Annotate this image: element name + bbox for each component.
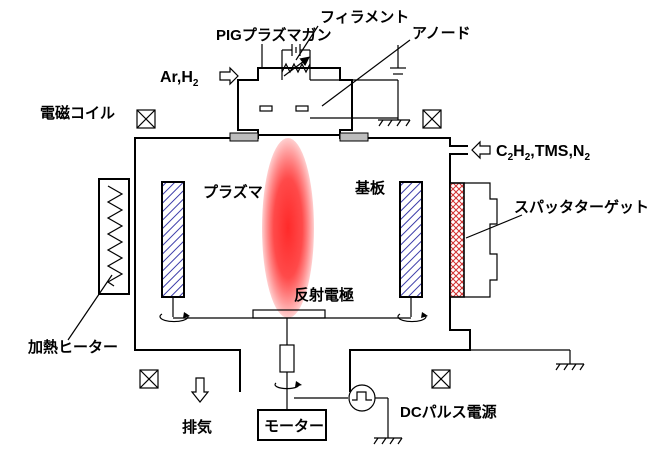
substrate-rotation-right bbox=[397, 297, 428, 323]
process-gas-inlet-arrow bbox=[471, 140, 491, 160]
heater-leader bbox=[67, 274, 113, 341]
label-dc-pulse-supply: DCパルス電源 bbox=[400, 403, 497, 421]
label-pig-plasma-gun: PIGプラズマガン bbox=[216, 26, 332, 44]
label-reflector-electrode: 反射電極 bbox=[294, 286, 354, 304]
plasma-column bbox=[262, 138, 314, 318]
dc-pulse-supply bbox=[294, 384, 403, 445]
label-sputter-target: スパッタターゲット bbox=[514, 198, 649, 216]
vacuum-chamber bbox=[134, 132, 585, 392]
substrate-rotation-left bbox=[159, 297, 190, 323]
em-coil-bottom-right bbox=[431, 369, 451, 389]
sputter-target-leader bbox=[465, 214, 523, 239]
label-exhaust: 排気 bbox=[182, 418, 212, 436]
filament-leader bbox=[295, 25, 319, 61]
substrate-right bbox=[399, 181, 423, 298]
pig-plasma-gun bbox=[237, 67, 353, 136]
anode-leader bbox=[321, 39, 411, 107]
label-anode: アノード bbox=[412, 25, 471, 42]
label-plasma: プラズマ bbox=[203, 183, 263, 201]
label-process-gas: C2H2,TMS,N2 bbox=[496, 143, 590, 163]
em-coil-top-left bbox=[136, 109, 156, 129]
exhaust-arrow bbox=[190, 377, 210, 403]
label-gas-inlet: Ar,H2 bbox=[160, 69, 199, 89]
motor-box bbox=[257, 409, 327, 441]
gas-inlet-arrow bbox=[219, 66, 239, 86]
label-motor: モーター bbox=[264, 418, 324, 435]
gun-electrode-right bbox=[295, 105, 309, 112]
gun-electrode-left bbox=[259, 105, 273, 112]
sputter-target bbox=[449, 182, 498, 298]
label-em-coil: 電磁コイル bbox=[40, 104, 115, 122]
label-filament: フィラメント bbox=[320, 9, 409, 26]
rotation-feedthrough bbox=[173, 317, 411, 410]
heater bbox=[98, 178, 130, 295]
substrate-left bbox=[161, 181, 185, 298]
label-heater: 加熱ヒーター bbox=[27, 338, 118, 356]
label-substrate: 基板 bbox=[354, 179, 386, 197]
em-coil-bottom-left bbox=[139, 369, 159, 389]
em-coil-top-right bbox=[422, 109, 442, 129]
filament-assembly bbox=[281, 44, 411, 127]
